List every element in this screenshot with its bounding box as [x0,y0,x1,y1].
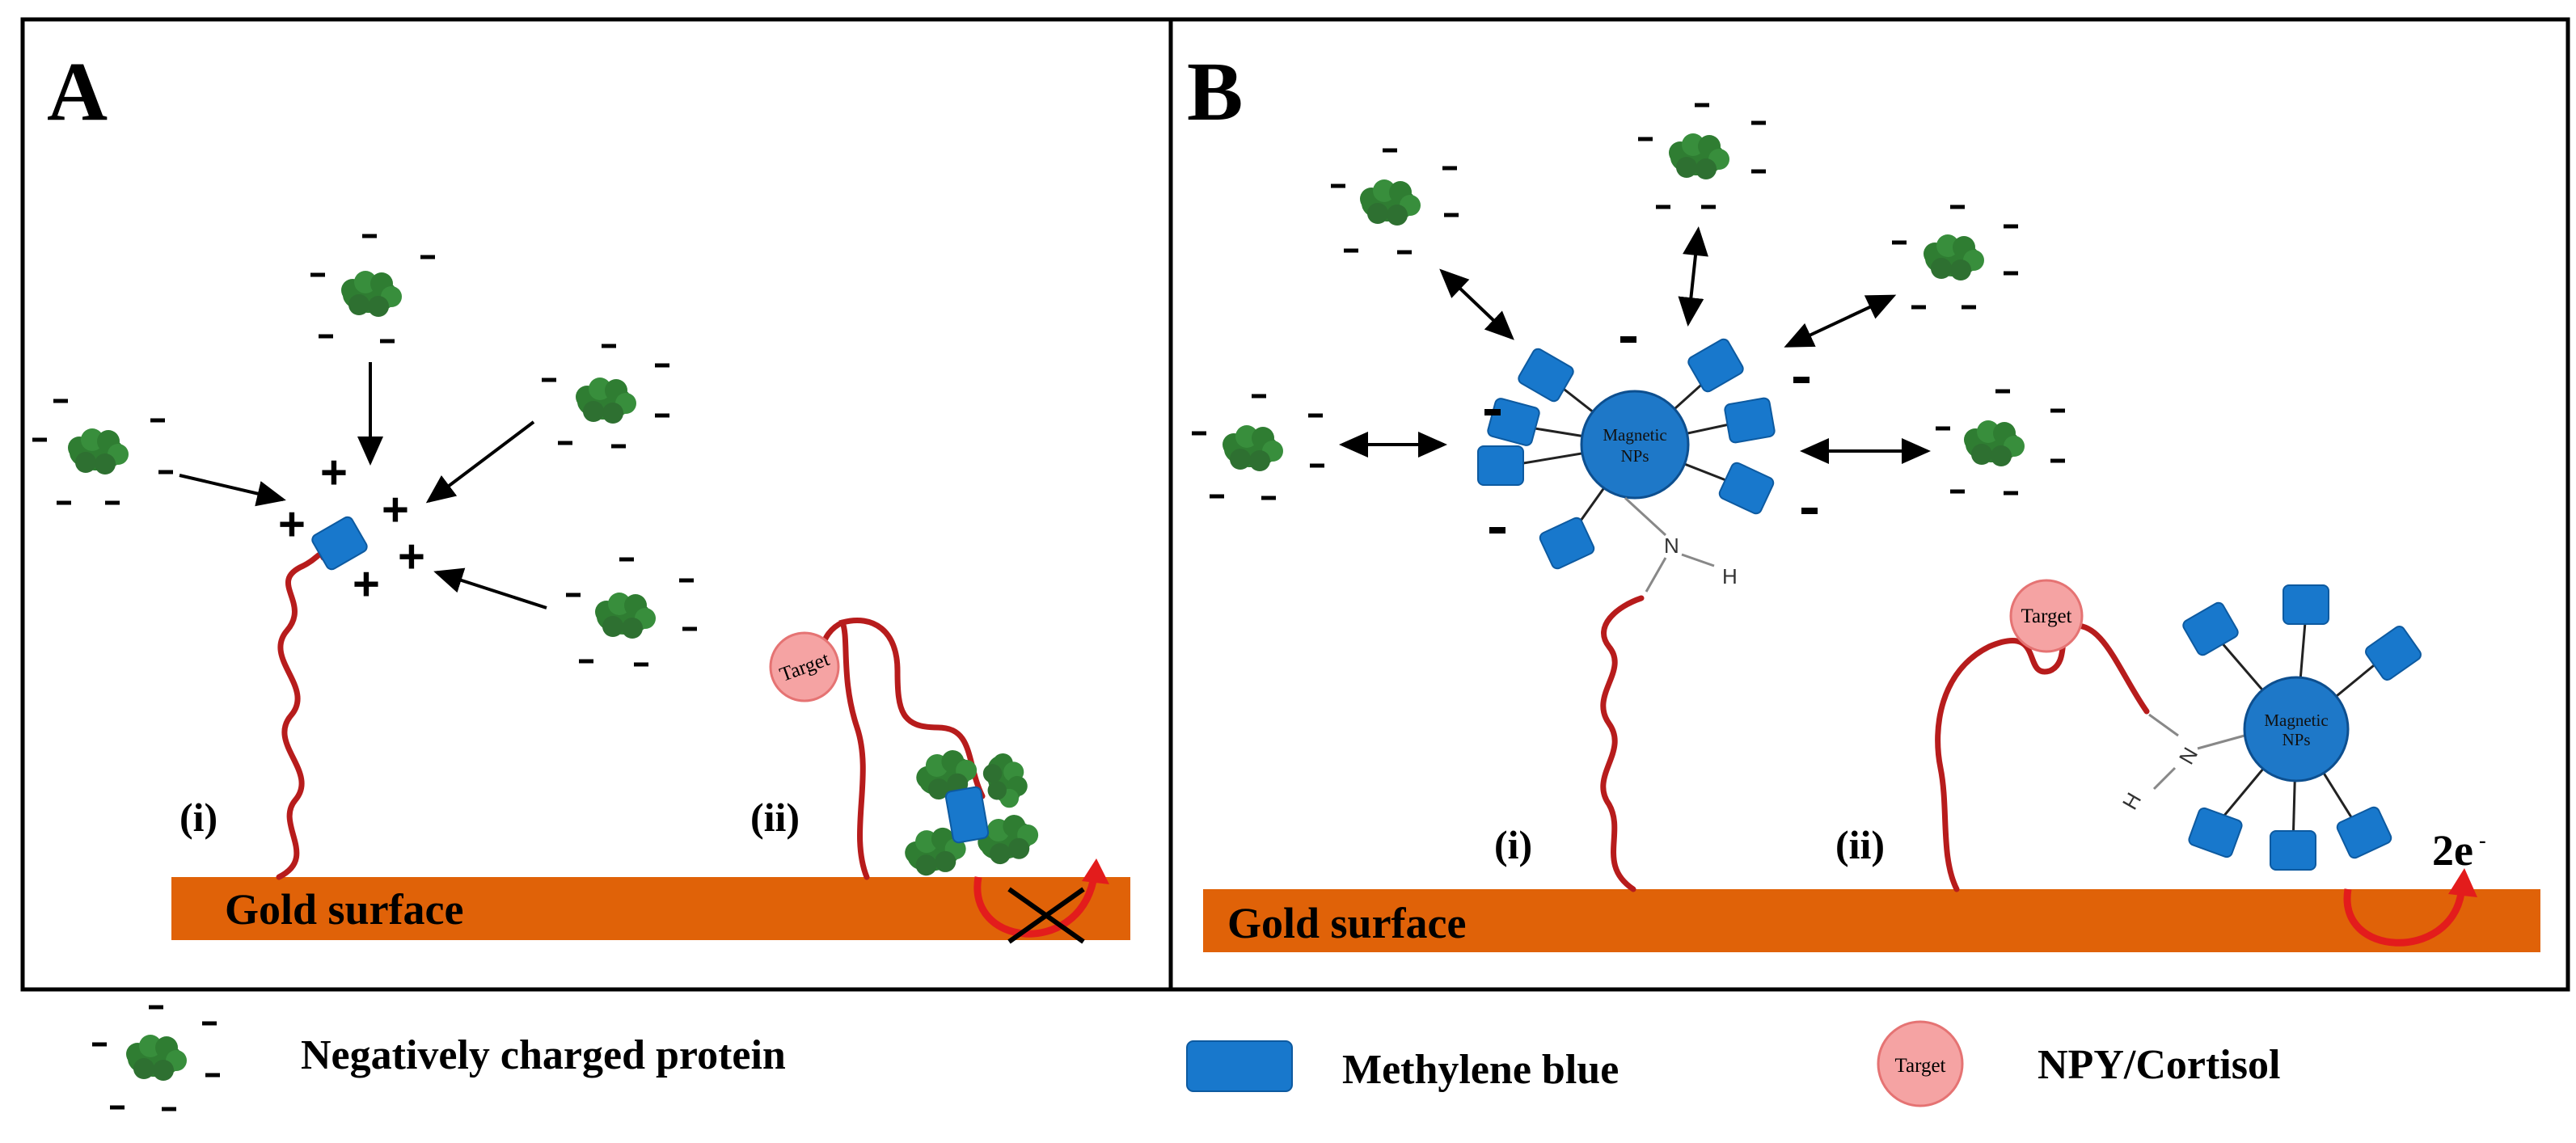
legend-protein-label: Negatively charged protein [301,1032,786,1078]
gold-surface-b [1203,889,2540,952]
amine-n-b-ii: N [2174,743,2202,768]
strand-b-i-label: (i) [1494,822,1532,867]
plus-charge: + [353,558,380,610]
electron-arrowhead [2448,868,2477,897]
legend-methylene-blue-label: Methylene blue [1342,1047,1619,1093]
protein-a-ii-2 [977,748,1035,814]
protein-b-3 [1924,234,1984,280]
protein-b-2 [1669,133,1729,179]
legend-target-label: NPY/Cortisol [2038,1042,2280,1088]
protein-b-1 [1360,179,1421,226]
plus-charge: + [320,446,348,499]
gold-surface-a [171,877,1130,940]
protein-a-left [68,428,129,474]
legend-protein-icon [126,1035,187,1081]
cross-mark [1007,887,1085,944]
protein-a-right [576,377,636,424]
dna-strand-a-i [276,551,327,880]
protein-a-top [341,271,402,317]
legend-protein-charges [92,1005,220,1111]
electron-arrowhead-blocked [1082,858,1109,884]
gold-surface-b-label: Gold surface [1227,899,1466,947]
target-b-label: Target [2021,605,2071,627]
methylene-blue-a-ii [944,786,990,844]
panel-b-label: B [1187,45,1243,138]
legend-methylene-blue-icon [1186,1040,1293,1092]
negative-charges-a [32,234,697,667]
protein-b-5 [1964,420,2025,466]
strand-b-ii-label: (ii) [1835,822,1885,867]
amine-h-b-i: H [1722,564,1738,588]
electron-arrow [2343,888,2465,947]
strand-a-i-label: (i) [179,795,217,840]
np-b-center-label-2: NPs [1620,446,1649,466]
repulsion-arrows-b [1339,226,1931,464]
electron-superscript: - [2479,829,2486,852]
target-b [2009,579,2084,653]
np-b-bound-label-2: NPs [2282,730,2310,749]
gold-surface-a-label: Gold surface [225,885,463,934]
attraction-arrows-a [179,362,547,609]
legend-target-icon-label: Target [1894,1055,1945,1077]
legend: Negatively charged protein Methylene blu… [92,1005,2280,1111]
target-a [769,631,840,702]
magnetic-np-b-center: Magnetic NPs [1477,336,1776,572]
magnetic-np-b-bound: Magnetic NPs [2180,584,2424,871]
plus-charge: + [382,483,409,536]
legend-target-icon [1877,1020,1964,1107]
dna-strand-b-ii [1935,622,2150,892]
dna-strand-b-i [1600,595,1645,892]
dna-strand-a-ii [838,618,986,880]
plus-charge: + [278,498,306,550]
amine-n-b-i: N [1664,534,1679,558]
panel-a-label: A [47,45,108,138]
protein-b-4 [1223,425,1283,471]
amine-h-b-ii: H [2118,788,2146,813]
strand-a-ii-label: (ii) [750,795,800,840]
plus-charge: + [398,530,425,583]
np-b-center-label-1: Magnetic [1603,425,1666,445]
panel-b-frame [1168,17,2570,992]
negative-charges-b [1192,103,2065,500]
np-negative-charges-b [1484,336,1818,534]
amine-linker-b-ii [2148,713,2245,791]
protein-a-bottom [595,593,656,639]
amine-linker-b-i [1624,496,1715,593]
electron-label: 2e [2432,826,2473,875]
np-b-bound-label-1: Magnetic [2264,711,2328,730]
